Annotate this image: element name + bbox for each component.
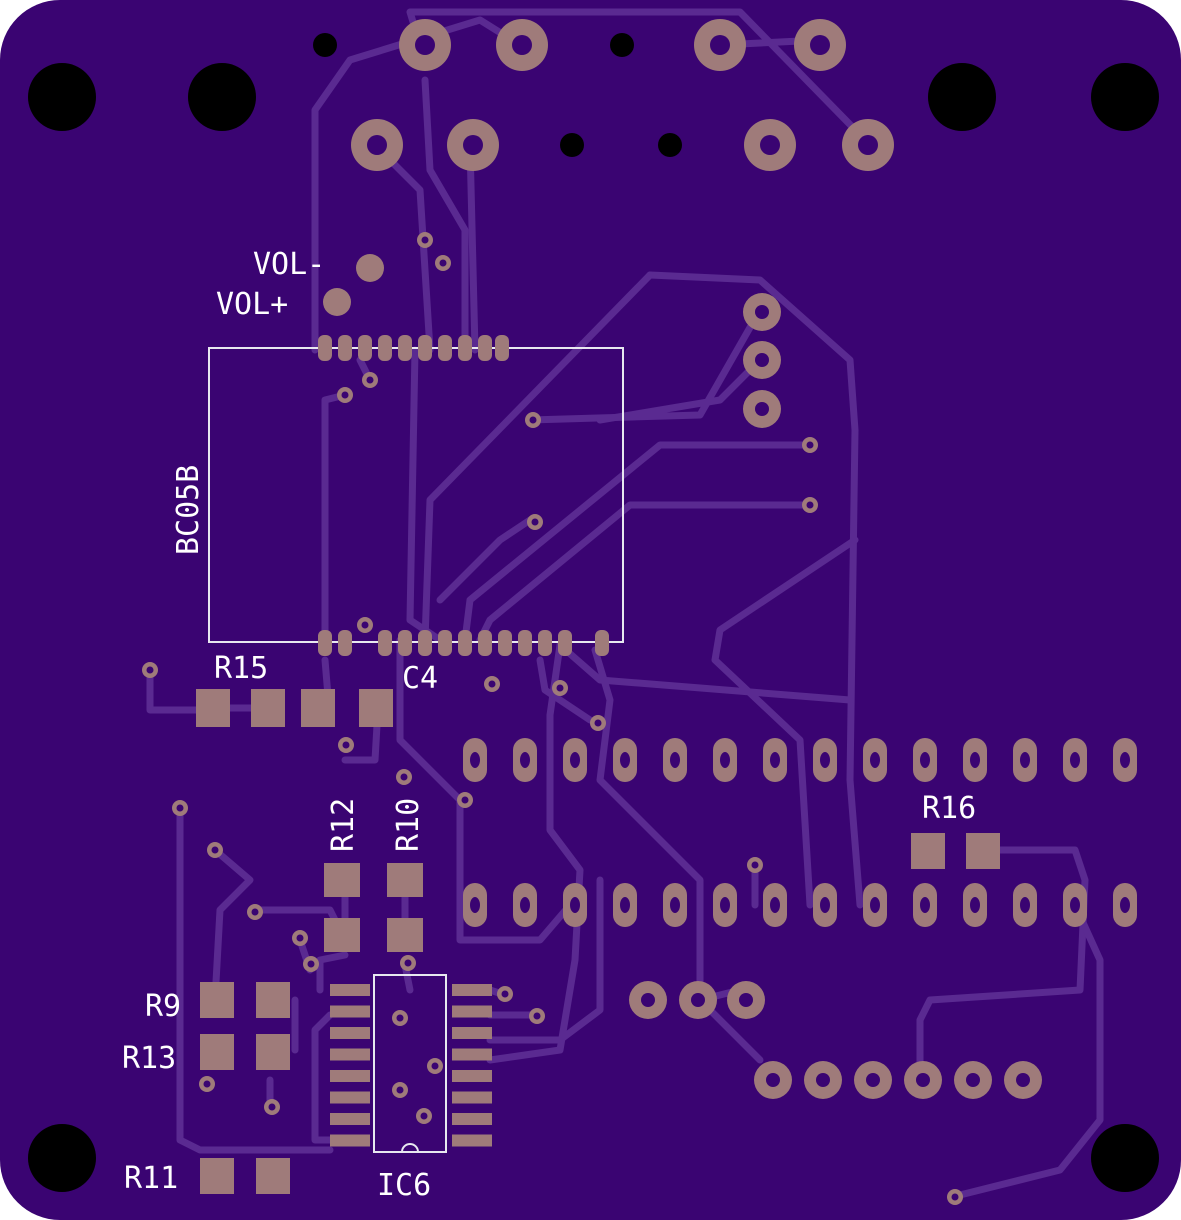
module-pad — [338, 630, 352, 656]
smd-pad — [387, 863, 423, 897]
ic-pin — [330, 1091, 370, 1104]
module-pad — [478, 335, 492, 361]
r15-label: R15 — [214, 651, 268, 686]
smd-pad — [256, 1158, 290, 1194]
mounting-hole — [1091, 63, 1159, 131]
module-pad — [398, 630, 412, 656]
ic-pin — [452, 1113, 492, 1125]
smd-pad — [200, 1034, 234, 1070]
smd-pad — [256, 982, 290, 1018]
ic-pin — [330, 1027, 370, 1039]
smd-pad — [911, 833, 945, 869]
mounting-hole — [28, 1124, 96, 1192]
module-pad — [595, 630, 609, 656]
header-3pin — [743, 293, 781, 428]
module-pad — [318, 335, 332, 361]
r16-label: R16 — [922, 791, 976, 826]
smd-pad — [387, 918, 423, 952]
vol-minus-label: VOL- — [253, 247, 325, 282]
ic6-notch — [401, 1143, 419, 1153]
module-pad — [418, 630, 432, 656]
module-pad — [495, 335, 509, 361]
module-pad — [398, 335, 412, 361]
ic-pin — [330, 1070, 370, 1082]
vol-plus-pad — [323, 288, 351, 316]
r9-label: R9 — [145, 989, 181, 1024]
smd-pad — [966, 833, 1000, 869]
ic-pin — [452, 1070, 492, 1082]
smd-pad — [251, 689, 285, 727]
module-pad — [378, 335, 392, 361]
module-pad — [318, 630, 332, 656]
mounting-hole — [28, 63, 96, 131]
mounting-hole — [1091, 1124, 1159, 1192]
ic-pin — [452, 1005, 492, 1018]
ic6-outline — [373, 974, 447, 1153]
module-pad — [458, 630, 472, 656]
mounting-hole — [928, 63, 996, 131]
pot-pads — [629, 981, 765, 1019]
ic-pin — [330, 1048, 370, 1061]
module-pad — [458, 335, 472, 361]
module-pad — [478, 630, 492, 656]
vol-minus-pad — [356, 254, 384, 282]
bt-module-label: BC05B — [171, 465, 206, 555]
ic-pin — [330, 1134, 370, 1147]
ic-pin — [330, 984, 370, 996]
smd-pad — [200, 982, 234, 1018]
vol-plus-label: VOL+ — [216, 287, 288, 322]
smd-pad — [200, 1158, 234, 1194]
six-pin-header — [754, 1061, 1042, 1099]
bt-module-pads — [318, 335, 609, 656]
smd-pad — [301, 689, 335, 727]
module-pad — [438, 630, 452, 656]
module-pad — [358, 335, 372, 361]
mounting-hole — [610, 33, 634, 57]
ic-pin — [452, 984, 492, 996]
ic-pin — [452, 1134, 492, 1147]
vias — [142, 232, 963, 1205]
smd-pads — [196, 689, 1000, 1194]
c4-label: C4 — [402, 661, 438, 696]
ic-pin — [452, 1048, 492, 1061]
smd-pad — [256, 1034, 290, 1070]
mounting-hole — [188, 63, 256, 131]
ic-pin — [452, 1027, 492, 1039]
audio-connector-pads — [351, 19, 894, 171]
module-pad — [378, 630, 392, 656]
ic6-label: IC6 — [377, 1168, 431, 1203]
module-pad — [498, 630, 512, 656]
module-pad — [558, 630, 572, 656]
smd-pad — [324, 918, 360, 952]
module-pad — [418, 335, 432, 361]
mounting-hole — [658, 133, 682, 157]
smd-pad — [196, 689, 230, 727]
module-pad — [538, 630, 552, 656]
mounting-holes — [28, 33, 1159, 1192]
r13-label: R13 — [122, 1041, 176, 1076]
smd-pad — [359, 689, 393, 727]
bt-module-outline — [208, 347, 624, 643]
module-pad — [438, 335, 452, 361]
r10-label: R10 — [391, 798, 426, 852]
ic-pin — [330, 1005, 370, 1018]
r11-label: R11 — [124, 1161, 178, 1196]
mounting-hole — [560, 133, 584, 157]
ic-pin — [330, 1113, 370, 1125]
mounting-hole — [313, 33, 337, 57]
dip-header-pads — [463, 738, 1137, 927]
module-pad — [338, 335, 352, 361]
module-pad — [518, 630, 532, 656]
r12-label: R12 — [326, 798, 361, 852]
ic-pin — [452, 1091, 492, 1104]
smd-pad — [324, 863, 360, 897]
